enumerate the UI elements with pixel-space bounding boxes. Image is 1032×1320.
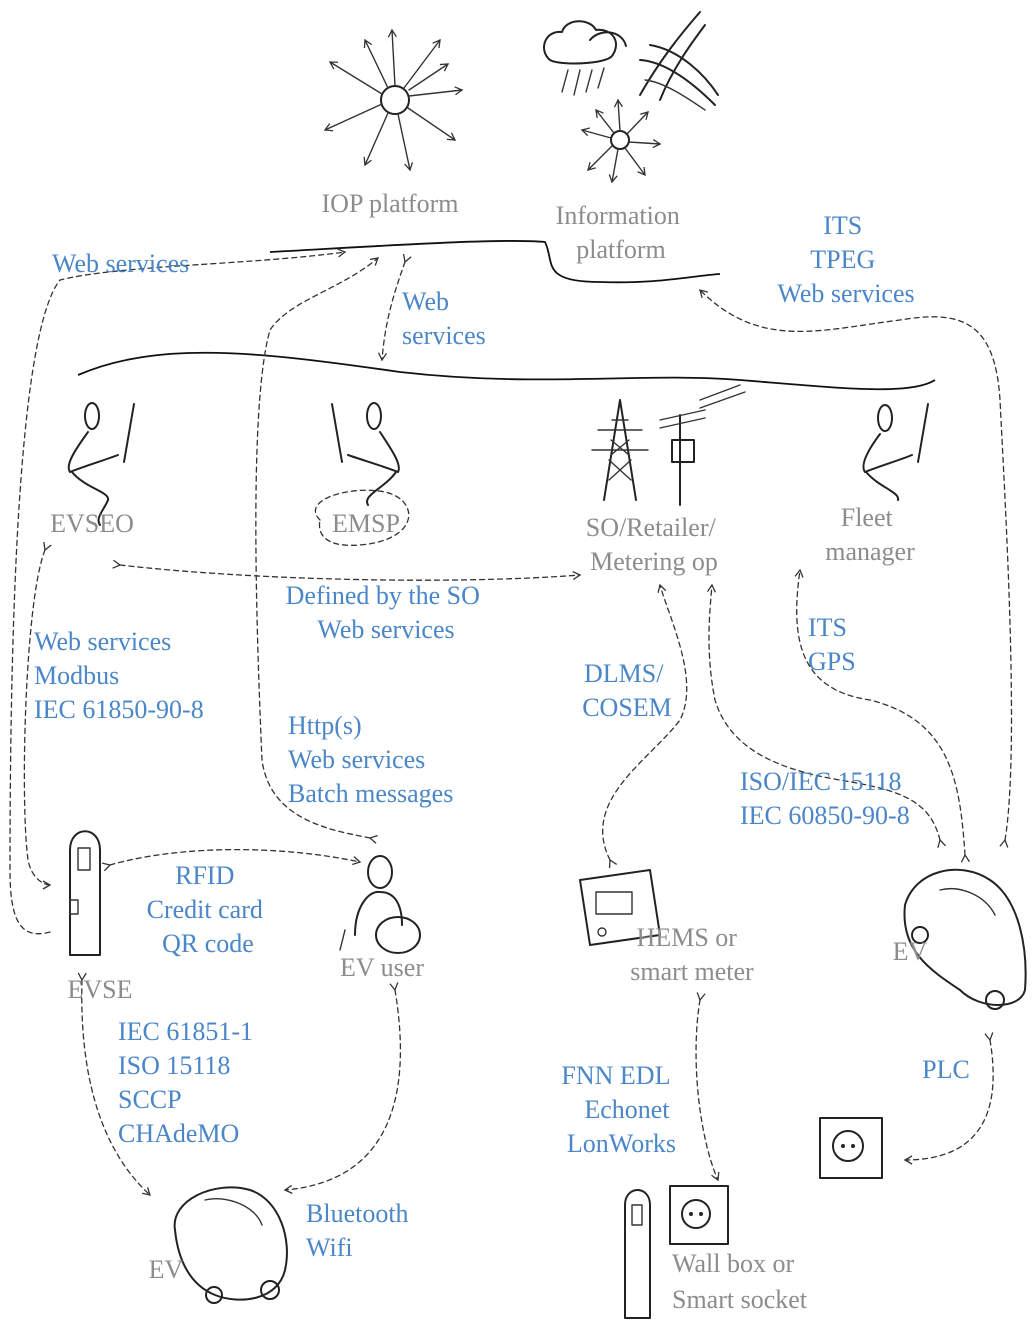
arrow-evse-to-iop [9, 248, 347, 935]
fnn-echonet-label: FNN EDL Echonet LonWorks [561, 1061, 676, 1158]
plc-socket-icon [819, 1117, 883, 1179]
highway-icon [639, 11, 719, 111]
iso-iec-label: ISO/IEC 15118 IEC 60850-90-8 [740, 767, 910, 830]
evse-ev-protocols-label: IEC 61851-1 ISO 15118 SCCP CHAdeMO [118, 1017, 260, 1148]
ev-user-person-icon [339, 855, 421, 954]
web-services-left-label: Web services [52, 249, 189, 278]
ev-car-right-icon [903, 868, 1027, 1010]
arrow-evseo-evse [23, 541, 52, 890]
plc-label: PLC [922, 1055, 970, 1084]
power-pylon-icon [591, 399, 649, 501]
evseo-label: EVSEO [50, 509, 134, 538]
weather-icon [543, 20, 627, 96]
info-network-icon [580, 98, 662, 184]
utility-pole-icon [659, 384, 746, 506]
defined-by-so-label: Defined by the SO Web services [286, 581, 487, 644]
hems-label: HEMS or smart meter [630, 923, 754, 986]
ev-user-label: EV user [340, 953, 424, 982]
rfid-label: RFID Credit card QR code [147, 861, 270, 958]
arrow-evse-ev [77, 972, 151, 1196]
user-platform-protocols-label: Http(s) Web services Batch messages [288, 711, 453, 808]
iop-platform-label: IOP platform [322, 189, 459, 218]
so-retailer-label: SO/Retailer/ Metering op [586, 513, 722, 576]
fleet-manager-label: Fleet manager [825, 503, 915, 566]
fleet-person-icon [862, 403, 929, 501]
arrow-user-iop [255, 257, 380, 844]
emsp-label: EMSP [332, 509, 400, 538]
information-platform-label: Information platform [556, 201, 687, 264]
wall-box-label: Wall box or Smart socket [672, 1249, 808, 1314]
its-gps-label: ITS GPS [808, 613, 856, 676]
iop-network-icon [323, 28, 464, 172]
emsp-loop [314, 489, 410, 546]
arrow-evseo-so [112, 559, 582, 581]
evseo-evse-protocols-label: Web services Modbus IEC 61850-90-8 [34, 627, 204, 724]
ev-bottom-label: EV [149, 1255, 184, 1284]
arrow-hems-wallbox [695, 992, 720, 1182]
actor-boundary-line [77, 351, 936, 391]
smart-meter-icon [579, 869, 661, 946]
dlms-cosem-label: DLMS/ COSEM [582, 659, 672, 722]
evseo-person-icon [67, 402, 135, 526]
evse-label: EVSE [68, 975, 133, 1004]
arrow-ev-plc [903, 1032, 994, 1165]
arrow-ev-info [699, 289, 1013, 848]
arrow-user-ev [283, 982, 402, 1194]
web-services-mid-label: Web services [402, 287, 486, 350]
wall-box-icon [624, 1189, 651, 1319]
ev-right-label: EV [893, 937, 928, 966]
ev-car-bottom-icon [173, 1186, 288, 1304]
platform-boundary-line [269, 240, 721, 284]
wall-socket-icon [669, 1185, 729, 1245]
bluetooth-wifi-label: Bluetooth Wifi [306, 1199, 415, 1262]
arrow-hems-so [602, 583, 688, 869]
its-tpeg-label: ITS TPEG Web services [777, 211, 914, 308]
evse-station-icon [69, 830, 101, 956]
arrow-evse-user [102, 848, 362, 872]
arrow-web-services-vertical [377, 253, 412, 362]
